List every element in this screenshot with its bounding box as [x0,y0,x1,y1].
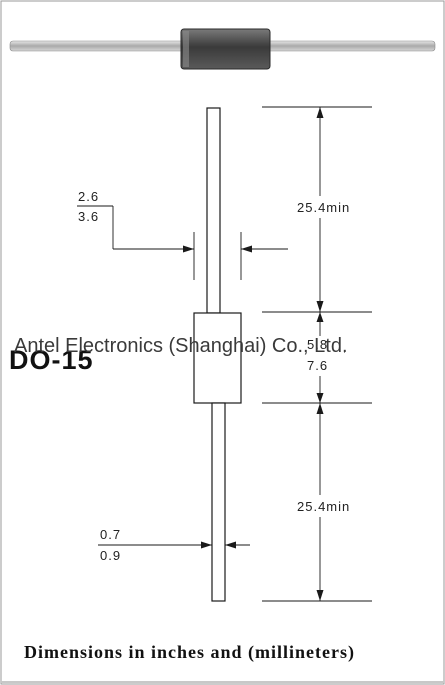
lead-length-top-label: 25.4min [297,200,350,215]
label-bg-top-lead [292,196,374,218]
arrow-top-lead-up [316,107,324,118]
diode-photo [9,28,436,70]
body-diameter-max-label: 3.6 [78,209,99,224]
bottom-lead [211,402,226,602]
arrow-body-dia-right [241,245,252,253]
watermark-text: Antel Electronics (Shanghai) Co., Ltd. [14,335,348,357]
arrowheads [183,107,324,601]
arrow-bottom-lead-down [316,590,324,601]
arrow-body-dia-left [183,245,194,253]
arrow-lead-dia-left [201,541,212,549]
diode-body [193,312,242,404]
diode-photo-highlight [183,31,189,67]
lead-diameter-min-label: 0.7 [100,527,121,542]
top-lead [206,107,221,314]
label-bg-bottom-lead [292,495,374,517]
arrow-body-down [316,393,324,403]
dimensions-caption: Dimensions in inches and (millineters) [24,642,355,663]
lead-diameter-max-label: 0.9 [100,548,121,563]
outline-geometry [193,107,242,602]
body-length-max-label: 7.6 [307,358,328,373]
body-diameter-min-label: 2.6 [78,189,99,204]
arrow-body-up [316,312,324,322]
package-name-title: DO-15 [9,345,94,375]
lead-length-bottom-label: 25.4min [297,499,350,514]
arrow-top-lead-down [316,301,324,312]
label-bg-body-length [300,336,344,376]
body-length-min-label: 5.8 [307,337,328,352]
arrow-bottom-lead-up [316,403,324,414]
diode-photo-body [180,28,271,70]
arrow-lead-dia-right [225,541,236,549]
